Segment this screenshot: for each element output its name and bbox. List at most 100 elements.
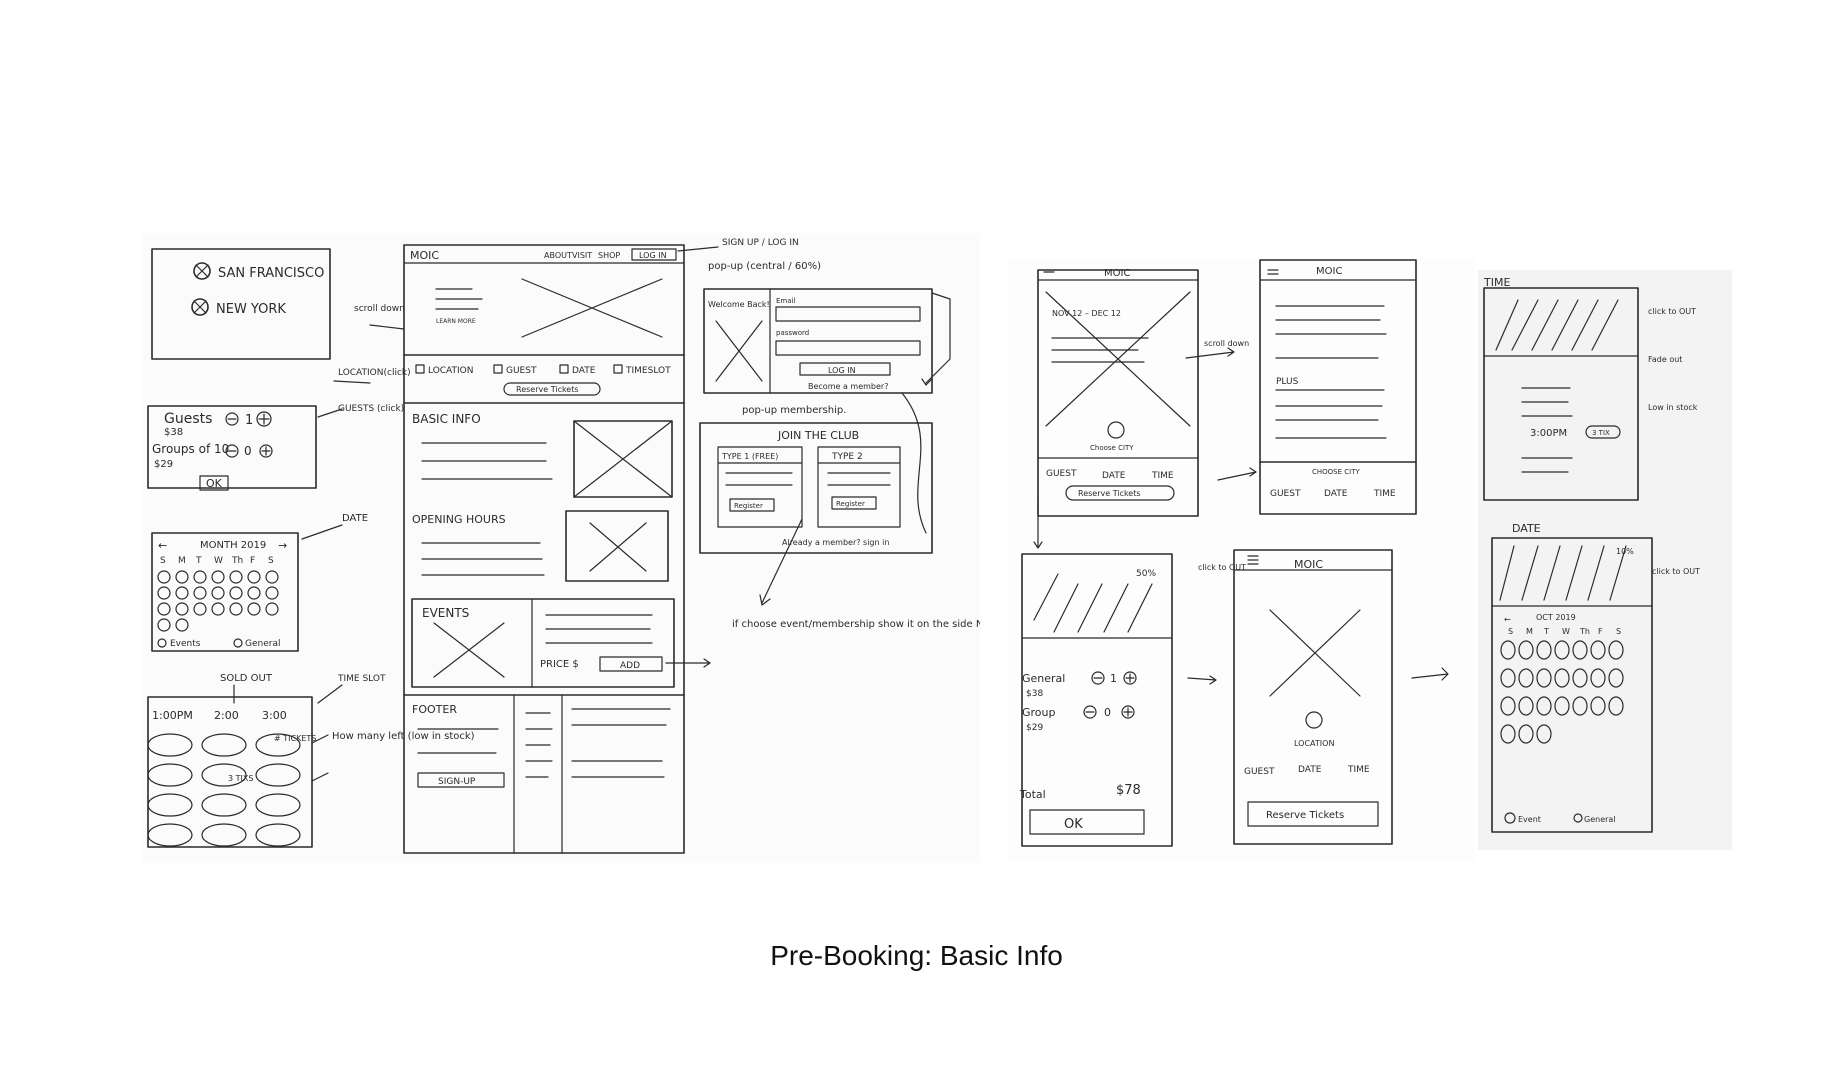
filter-date[interactable]: DATE <box>572 366 596 376</box>
calendar-day[interactable] <box>229 586 243 600</box>
date-day[interactable] <box>1572 668 1588 688</box>
timeslot-option[interactable] <box>255 763 301 787</box>
tab-time[interactable]: TIME <box>1151 471 1174 481</box>
date-day[interactable] <box>1608 668 1624 688</box>
timeslot-option[interactable] <box>147 793 193 817</box>
become-member-link[interactable]: Become a member? <box>808 382 888 391</box>
calendar-day[interactable] <box>211 570 225 584</box>
calendar-day[interactable] <box>157 586 171 600</box>
time-option[interactable]: 1:00PM <box>152 709 193 722</box>
calendar-day[interactable] <box>211 602 225 616</box>
guests-ok-button[interactable] <box>199 475 229 491</box>
email-field[interactable] <box>775 306 921 322</box>
date-day[interactable] <box>1518 640 1534 660</box>
date-day[interactable] <box>1590 696 1606 716</box>
timeslot-option[interactable] <box>201 823 247 847</box>
location-pin-icon[interactable] <box>1107 421 1125 439</box>
date-day[interactable] <box>1536 696 1552 716</box>
time-value[interactable]: 3:00PM <box>1530 428 1567 439</box>
date-day[interactable] <box>1500 696 1516 716</box>
nav-visit[interactable]: VISIT <box>572 251 592 260</box>
already-member-link[interactable]: Already a member? sign in <box>782 538 889 547</box>
plus-icon[interactable] <box>1121 705 1135 719</box>
home-logo[interactable]: MOIC <box>410 249 439 262</box>
calendar-day[interactable] <box>157 570 171 584</box>
city-option-sf[interactable]: SAN FRANCISCO <box>193 262 324 281</box>
timeslot-option[interactable] <box>255 733 301 757</box>
timeslot-option[interactable] <box>147 823 193 847</box>
signup-button[interactable] <box>417 772 505 788</box>
calendar-day[interactable] <box>193 602 207 616</box>
date-day[interactable] <box>1536 640 1552 660</box>
calendar-day[interactable] <box>193 586 207 600</box>
panel-ok-button[interactable] <box>1029 809 1145 835</box>
register-button[interactable] <box>831 496 877 510</box>
choose-city-label[interactable]: Choose CITY <box>1090 444 1134 452</box>
register-button[interactable] <box>729 498 775 512</box>
calendar-day[interactable] <box>229 570 243 584</box>
plus-icon[interactable] <box>259 444 273 458</box>
timeslot-option[interactable] <box>201 763 247 787</box>
calendar-day[interactable] <box>175 602 189 616</box>
add-button[interactable] <box>599 656 663 672</box>
minus-icon[interactable] <box>1083 705 1097 719</box>
minus-icon[interactable] <box>1091 671 1105 685</box>
city-option-ny[interactable]: NEW YORK <box>191 298 286 317</box>
date-day[interactable] <box>1590 668 1606 688</box>
timeslot-grid[interactable] <box>147 733 301 847</box>
date-day[interactable] <box>1608 696 1624 716</box>
calendar-day[interactable] <box>265 586 279 600</box>
calendar-day[interactable] <box>157 618 171 632</box>
nav-about[interactable]: ABOUT <box>544 251 572 260</box>
reserve-tickets-button[interactable] <box>503 382 601 396</box>
date-day[interactable] <box>1518 668 1534 688</box>
date-day[interactable] <box>1572 640 1588 660</box>
timeslot-option[interactable] <box>255 793 301 817</box>
calendar-day[interactable] <box>175 570 189 584</box>
password-field[interactable] <box>775 340 921 356</box>
date-day[interactable] <box>1572 696 1588 716</box>
location-label[interactable]: LOCATION <box>1294 739 1334 748</box>
plus-icon[interactable] <box>256 411 272 427</box>
date-day[interactable] <box>1554 640 1570 660</box>
calendar-day[interactable] <box>247 586 261 600</box>
date-day[interactable] <box>1518 724 1534 744</box>
popup-login-button[interactable] <box>799 362 891 376</box>
date-prev-icon[interactable]: ← <box>1504 615 1511 624</box>
date-day-grid[interactable] <box>1500 640 1624 744</box>
time-option[interactable]: 2:00 <box>214 709 239 722</box>
date-day[interactable] <box>1500 724 1516 744</box>
nav-shop[interactable]: SHOP <box>598 251 620 260</box>
tab-date[interactable]: DATE <box>1298 765 1322 775</box>
choose-city-dropdown[interactable]: CHOOSE CITY <box>1312 468 1360 476</box>
calendar-prev-icon[interactable]: ← <box>158 539 167 552</box>
minus-icon[interactable] <box>225 444 239 458</box>
mobile-reserve-button[interactable] <box>1065 485 1175 501</box>
filter-timeslot[interactable]: TIMESLOT <box>625 366 671 376</box>
plus-icon[interactable] <box>1123 671 1137 685</box>
login-button[interactable] <box>631 248 677 261</box>
timeslot-option[interactable] <box>255 823 301 847</box>
calendar-day[interactable] <box>193 570 207 584</box>
tab-guest[interactable]: GUEST <box>1046 469 1077 479</box>
learn-more-link[interactable]: LEARN MORE <box>436 318 476 325</box>
tab-date[interactable]: DATE <box>1102 471 1126 481</box>
timeslot-option[interactable] <box>147 763 193 787</box>
calendar-day-grid[interactable] <box>157 570 279 632</box>
timeslot-option[interactable] <box>147 733 193 757</box>
mobile-logo[interactable]: MOIC <box>1316 266 1342 277</box>
calendar-day[interactable] <box>265 602 279 616</box>
timeslot-option[interactable] <box>201 793 247 817</box>
calendar-day[interactable] <box>157 602 171 616</box>
tab-date[interactable]: DATE <box>1324 489 1348 499</box>
tab-time[interactable]: TIME <box>1373 489 1396 499</box>
calendar-day[interactable] <box>229 602 243 616</box>
date-day[interactable] <box>1518 696 1534 716</box>
date-day[interactable] <box>1554 696 1570 716</box>
calendar-day[interactable] <box>211 586 225 600</box>
filter-location[interactable]: LOCATION <box>428 366 474 376</box>
mobile-logo[interactable]: MOIC <box>1294 558 1323 571</box>
date-day[interactable] <box>1536 668 1552 688</box>
tab-time[interactable]: TIME <box>1347 765 1370 775</box>
date-day[interactable] <box>1536 724 1552 744</box>
